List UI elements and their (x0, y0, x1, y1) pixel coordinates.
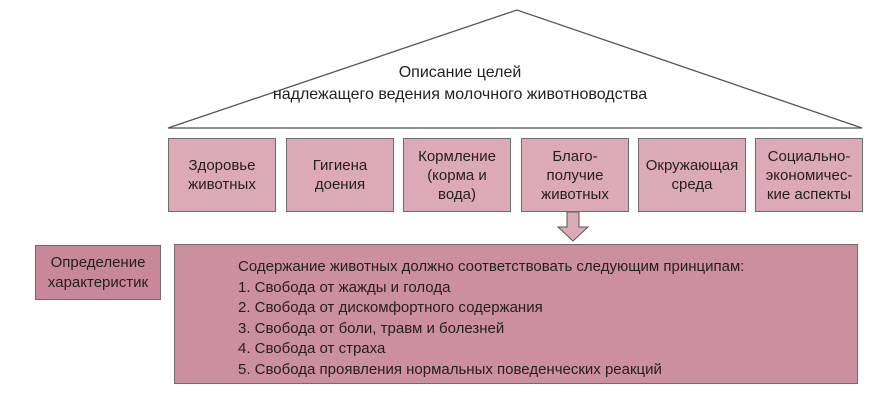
principle-item: 2. Свобода от дискомфортного содержания (238, 299, 543, 316)
pillar-line: Здоровье (188, 157, 256, 174)
principle-item: 4. Свобода от страха (238, 340, 386, 357)
pillar-milking-hygiene: Гигиена доения (286, 138, 394, 212)
pillar-line: получие (546, 166, 604, 184)
pillar-animal-welfare: Благо- получие животных (521, 138, 629, 212)
principle-item: 3. Свобода от боли, травм и болезней (238, 319, 505, 337)
principles-heading: Содержание животных должно соответствова… (238, 258, 745, 275)
pillar-line: (корма и (427, 166, 487, 184)
roof-triangle (167, 9, 863, 129)
definition-label-line-1: Определение (50, 253, 146, 271)
pillar-line: экономичес- (765, 166, 853, 184)
definition-label: Определение характеристик (35, 245, 161, 300)
pillar-line: животных (541, 185, 609, 203)
principle-item: 1. Свобода от жажды и голода (238, 278, 451, 296)
pillar-line: Гигиена (312, 157, 368, 174)
pillar-line: доения (314, 176, 366, 193)
roof-title: Описание целей надлежащего ведения молоч… (250, 62, 670, 106)
pillar-environment: Окружающая среда (638, 138, 746, 212)
roof-title-line-1: Описание целей (398, 64, 522, 81)
pillar-line: животных (188, 176, 256, 193)
down-arrow-icon (556, 212, 590, 242)
pillar-feeding: Кормление (корма и вода) (403, 138, 511, 212)
definition-label-line-2: характеристик (47, 273, 149, 291)
principle-item: 5. Свобода проявления нормальных поведен… (238, 360, 662, 378)
pillar-animal-health: Здоровье животных (168, 138, 276, 212)
roof-title-line-2: надлежащего ведения молочного животновод… (272, 86, 648, 103)
pillar-line: Социально- (767, 147, 851, 165)
pillar-line: Кормление (418, 147, 496, 165)
pillar-line: Благо- (552, 147, 598, 165)
pillar-line: среда (671, 176, 713, 193)
pillar-line: Окружающая (645, 157, 739, 174)
pillar-line: вода) (438, 185, 476, 203)
pillar-socioeconomic: Социально- экономичес- кие аспекты (755, 138, 863, 212)
principles-box: Содержание животных должно соответствова… (174, 244, 858, 384)
pillar-line: кие аспекты (766, 185, 852, 203)
